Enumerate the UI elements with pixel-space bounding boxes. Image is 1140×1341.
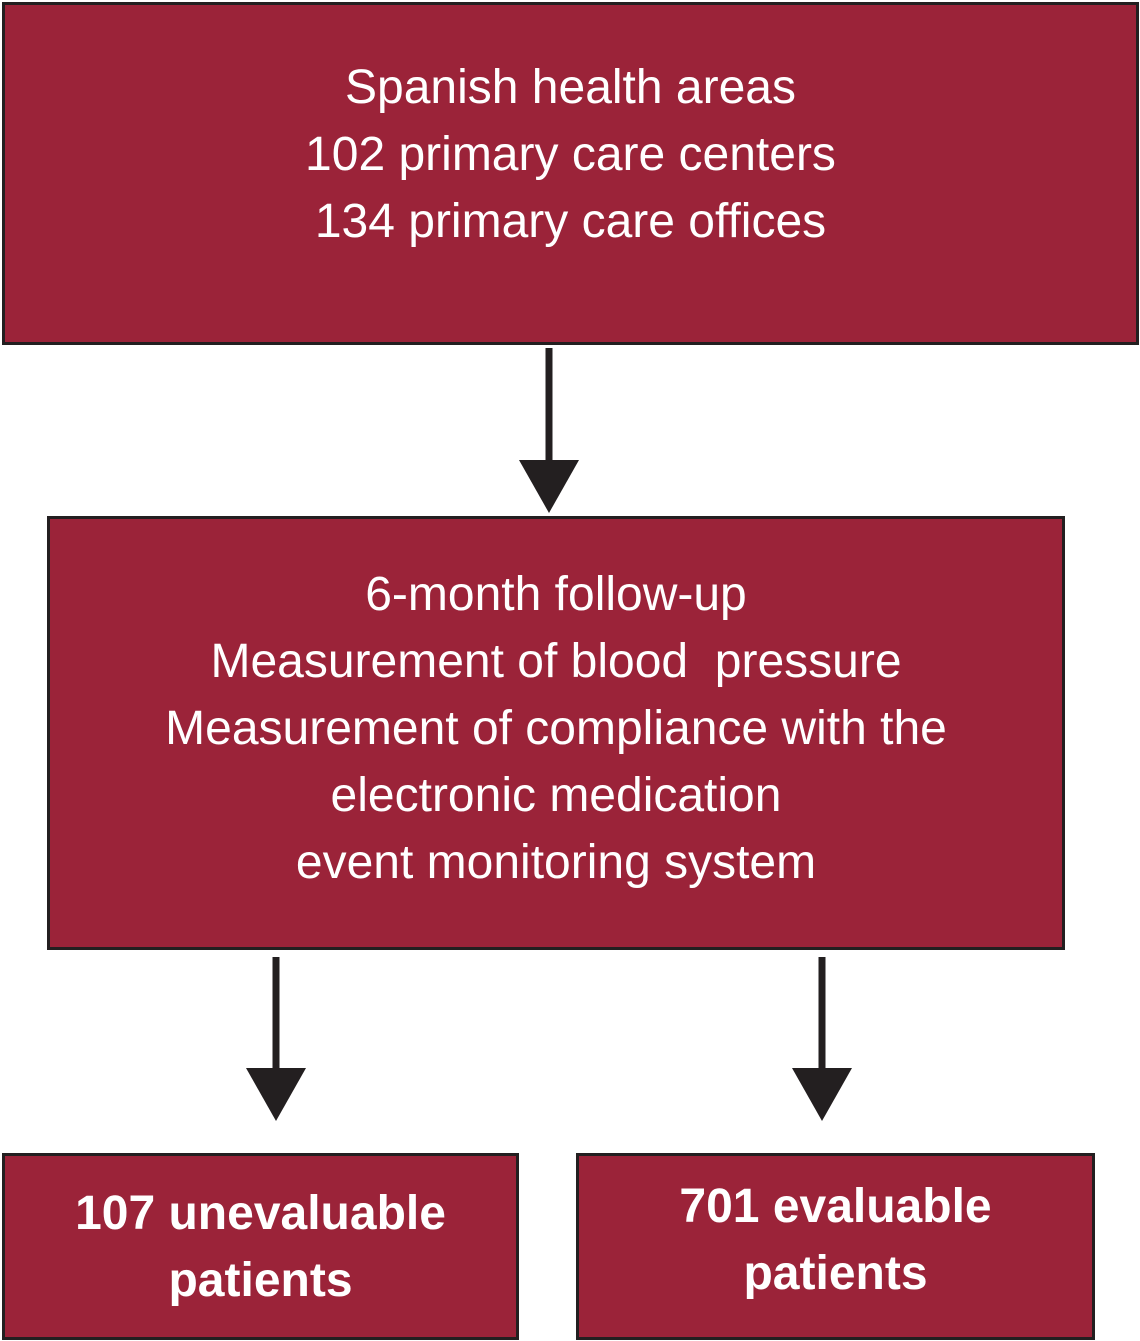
box-text-line: 107 unevaluable [75,1186,446,1240]
arrow-head [792,1068,852,1121]
box-text-line: 102 primary care centers [305,128,836,181]
box-text-line: 134 primary care offices [314,195,827,248]
box-text-line: patients [168,1253,353,1307]
box-unevaluable-patients: 107 unevaluable patients [2,1153,519,1340]
arrow-middle-to-left [246,957,306,1121]
box-text-line: Spanish health areas [345,61,796,114]
box-text-line: Measurement of compliance with the [165,701,947,755]
arrow-head [519,460,579,513]
box-text-line: 6-month follow-up [365,567,747,621]
box-evaluable-patients: 701 evaluable patients [576,1153,1095,1340]
box-text-line: electronic medication [330,768,782,822]
box-text-line: 701 evaluable [679,1179,992,1233]
box-follow-up: 6-month follow-up Measurement of blood p… [47,516,1065,950]
box-text-line: Measurement of blood pressure [210,634,902,688]
arrow-head [246,1068,306,1121]
box-text-line: patients [743,1246,928,1300]
arrow-top-to-middle [519,348,579,513]
box-study-setting: Spanish health areas 102 primary care ce… [2,2,1139,345]
arrow-middle-to-right [792,957,852,1121]
box-text-line: event monitoring system [295,835,817,889]
